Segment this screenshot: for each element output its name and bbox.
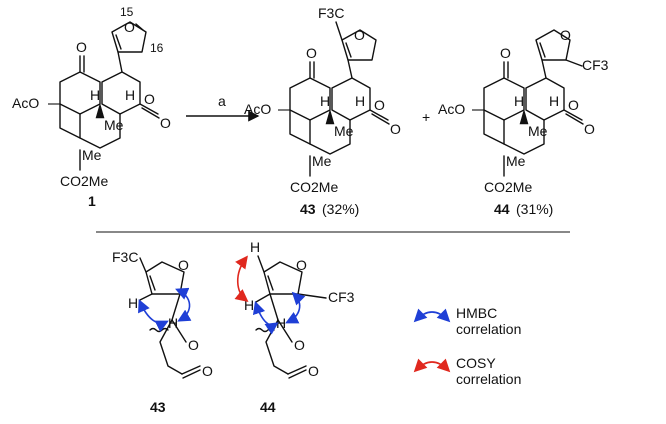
compound-44-structure — [472, 29, 584, 177]
compound-44-h-top: H — [514, 93, 524, 109]
compound-44-ester: CO2Me — [484, 179, 532, 195]
compound-44-me-bottom: Me — [506, 153, 526, 169]
compound-43-structure — [278, 21, 390, 177]
compound-43-yield: (32%) — [322, 201, 359, 217]
correlation-44-lactone-o: O — [294, 337, 305, 353]
compound-43-number: 43 — [300, 201, 316, 217]
legend-cosy-line1: COSY — [456, 355, 496, 371]
compound-1-structure — [48, 21, 160, 171]
reagent-label: a — [218, 93, 226, 109]
compound-1-h-right: H — [125, 87, 135, 103]
compound-44-carbonyl-o: O — [584, 121, 595, 137]
legend-hmbc-arrow — [413, 308, 451, 323]
compound-43-h-right: H — [355, 93, 365, 109]
legend-hmbc-line2: correlation — [456, 321, 521, 337]
compound-43-me-wedge: Me — [334, 123, 354, 139]
correlation-44-h-lactone: H — [276, 315, 286, 331]
compound-1-lactone-o: O — [144, 91, 155, 107]
compound-44-h-right: H — [549, 93, 559, 109]
correlation-44-cosy-arrow — [234, 255, 249, 303]
legend-cosy-line2: correlation — [456, 371, 521, 387]
compound-44-yield: (31%) — [516, 201, 553, 217]
compound-1-me-wedge: Me — [104, 117, 124, 133]
correlation-44-h-top: H — [250, 239, 260, 255]
compound-1-ketone-o: O — [76, 39, 87, 55]
correlation-44-cf3: CF3 — [328, 289, 355, 305]
compound-43-carbonyl-o: O — [390, 121, 401, 137]
legend-cosy-arrow — [413, 358, 451, 373]
correlation-43-hmbc-arrow-a — [138, 299, 169, 333]
compound-43-h-top: H — [320, 93, 330, 109]
correlation-43-h-lactone: H — [168, 315, 178, 331]
compound-43-furan-o: O — [354, 27, 365, 43]
compound-1-furan-o: O — [124, 19, 135, 35]
compound-44-me-wedge: Me — [528, 123, 548, 139]
compound-1-locant-15: 15 — [120, 5, 134, 19]
compound-1-me-bottom: Me — [82, 147, 102, 163]
legend-hmbc-line1: HMBC — [456, 305, 497, 321]
compound-1-locant-16: 16 — [150, 41, 164, 55]
correlation-44-furan-o: O — [296, 257, 307, 273]
compound-43-ketone-o: O — [306, 45, 317, 61]
compound-43-cf3: F3C — [318, 5, 344, 21]
compound-43-me-bottom: Me — [312, 153, 332, 169]
compound-1-carbonyl-o: O — [160, 115, 171, 131]
plus-sign: + — [422, 109, 430, 125]
compound-44-lactone-o: O — [568, 97, 579, 113]
compound-1-ester: CO2Me — [60, 173, 108, 189]
compound-43-oac: AcO — [244, 101, 271, 117]
correlation-43-hmbc-arrow-b — [175, 287, 192, 322]
compound-1-number: 1 — [88, 193, 96, 209]
correlation-43-furan-o: O — [178, 257, 189, 273]
compound-43-lactone-o: O — [374, 97, 385, 113]
compound-1-h-top: H — [90, 87, 100, 103]
correlation-44-hmbc-arrow-b — [285, 291, 306, 324]
compound-44-number: 44 — [494, 201, 510, 217]
compound-44-ketone-o: O — [500, 45, 511, 61]
correlation-43-cf3: F3C — [112, 249, 138, 265]
compound-44-furan-o: O — [560, 27, 571, 43]
compound-1-oac: AcO — [12, 95, 39, 111]
compound-43-ester: CO2Me — [290, 179, 338, 195]
correlation-44-hmbc-arrow-a — [252, 300, 279, 335]
compound-44-oac: AcO — [438, 101, 465, 117]
correlation-44-structure — [255, 255, 327, 379]
correlation-44-carbonyl-o: O — [308, 363, 319, 379]
correlation-43-number: 43 — [150, 399, 166, 415]
correlation-44-h-furan: H — [244, 297, 254, 313]
correlation-44-number: 44 — [260, 399, 276, 415]
correlation-43-carbonyl-o: O — [202, 363, 213, 379]
compound-44-cf3: CF3 — [582, 57, 609, 73]
correlation-43-h-furan: H — [128, 295, 138, 311]
correlation-43-lactone-o: O — [188, 337, 199, 353]
